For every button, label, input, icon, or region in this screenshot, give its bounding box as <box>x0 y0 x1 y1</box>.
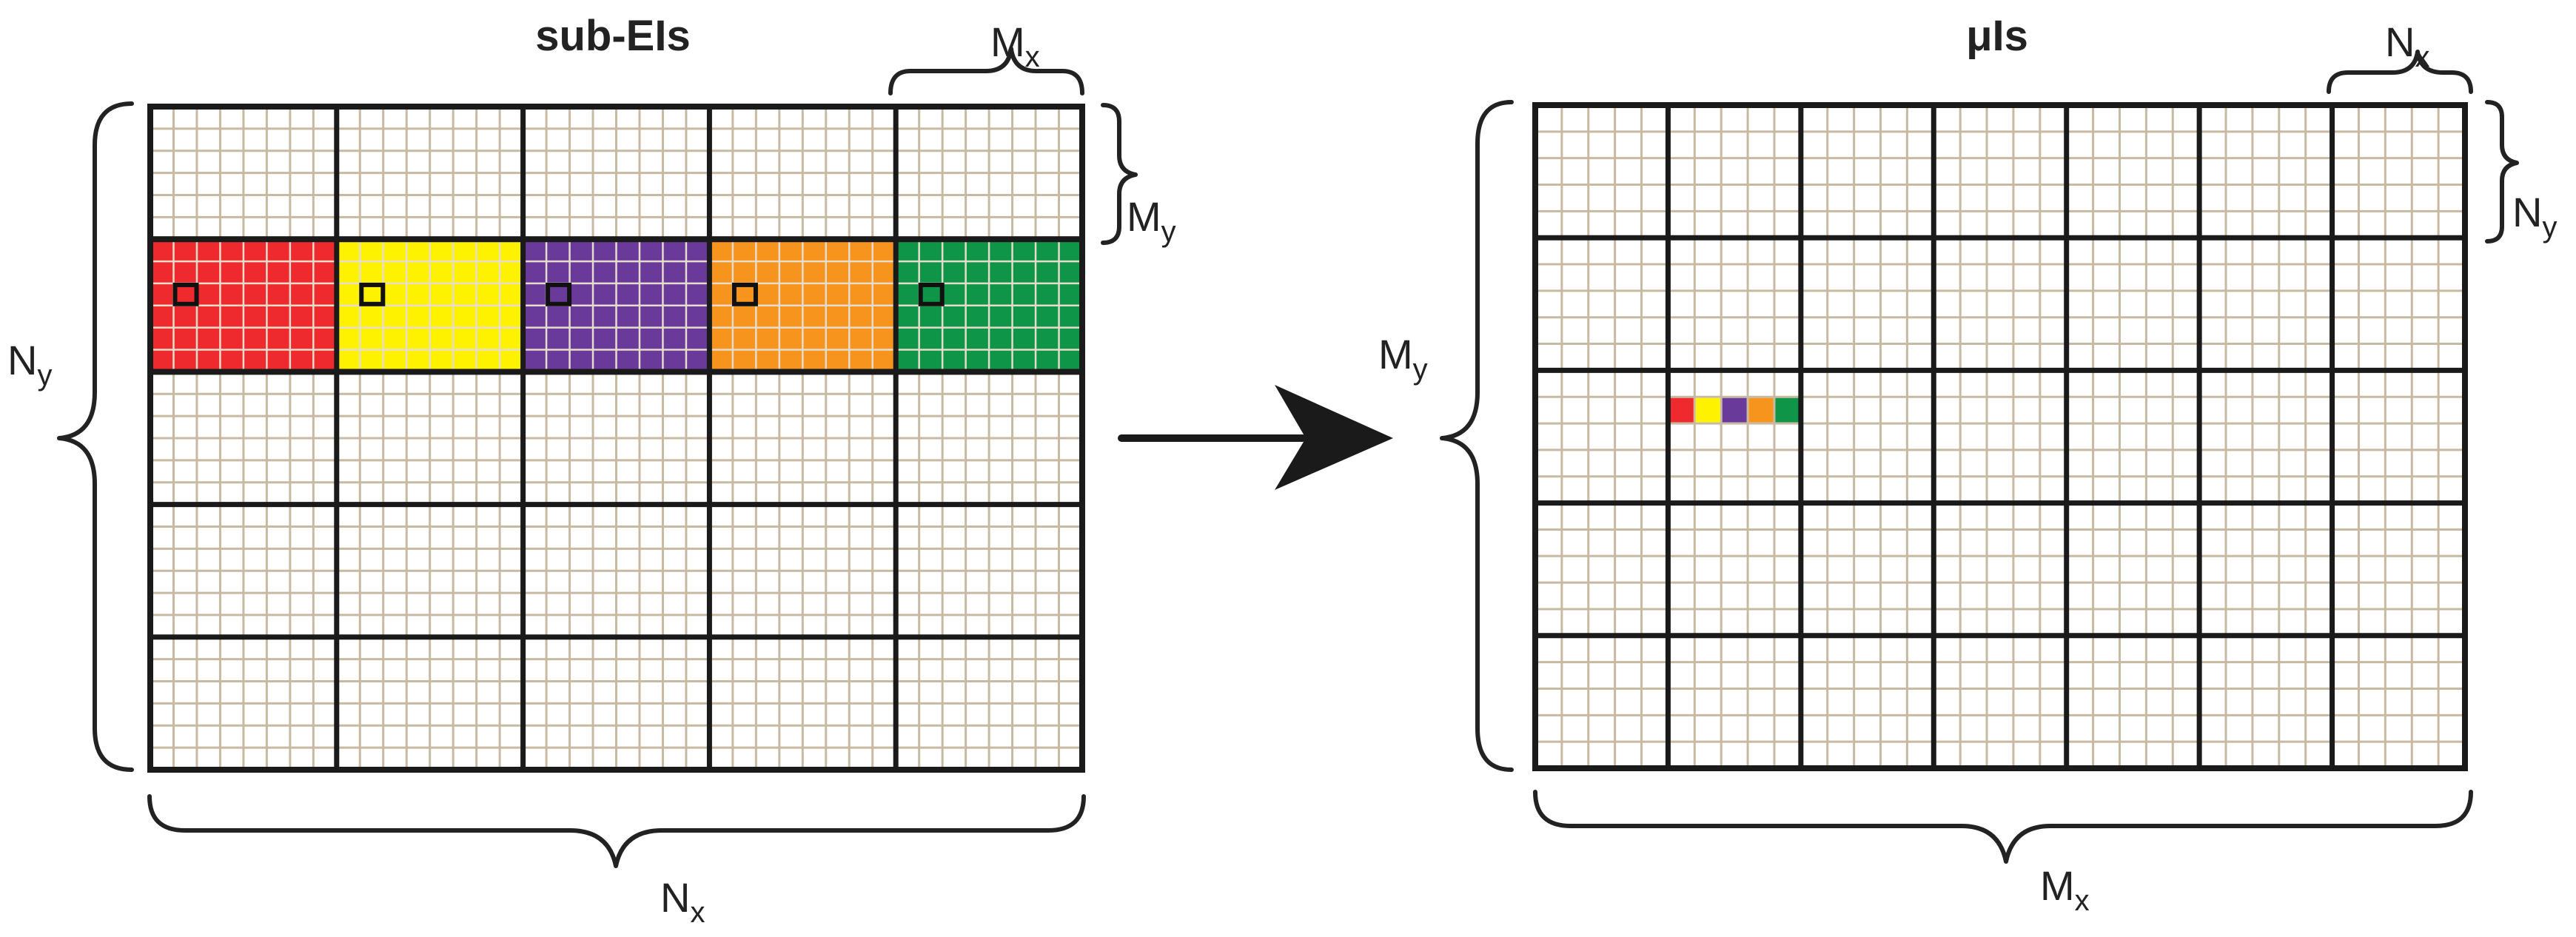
sub-eis-fine-grid <box>150 107 1082 770</box>
mu-is-panel: μIs Nx Ny My Mx <box>1378 12 2557 917</box>
sub-eis-panel: sub-EIs Mx My Ny Nx <box>7 12 1176 929</box>
mosaic-pixel <box>1775 397 1800 423</box>
sub-eis-title: sub-EIs <box>535 12 691 60</box>
transform-arrow <box>1118 385 1393 490</box>
right-cell-width-label: Nx <box>2385 19 2429 73</box>
right-cell-height-brace <box>2485 100 2519 244</box>
sub-eis-pixel-markers <box>172 282 945 306</box>
mu-is-title: μIs <box>1966 12 2028 60</box>
highlight-row-border <box>147 236 1085 375</box>
left-span-height-brace <box>57 101 134 772</box>
sub-eis-block-grid <box>147 104 1085 773</box>
left-cell-height-brace <box>1101 103 1138 245</box>
right-span-width-brace <box>1533 790 2473 864</box>
left-cell-width-brace <box>888 47 1084 95</box>
left-span-width-label: Nx <box>660 874 705 929</box>
mu-is-block-grid <box>1532 102 2468 771</box>
mosaic-pixel <box>1722 397 1747 423</box>
pixel-marker <box>731 282 758 306</box>
mu-is-color-mosaic <box>1668 397 1800 423</box>
mosaic-pixel <box>1668 397 1694 423</box>
right-cell-width-brace <box>2327 50 2473 94</box>
right-cell-height-label: Ny <box>2512 189 2557 244</box>
mu-is-fine-grid <box>1535 105 2465 768</box>
left-cell-height-label: My <box>1127 193 1176 248</box>
right-span-height-label: My <box>1378 331 1428 386</box>
mosaic-pixel <box>1748 397 1774 423</box>
left-span-width-brace <box>147 794 1086 868</box>
arrow-head <box>1275 385 1393 490</box>
mosaic-pixel <box>1695 397 1720 423</box>
left-span-height-label: Ny <box>7 337 52 392</box>
pixel-marker <box>172 282 199 306</box>
block-grid-border <box>147 104 1085 773</box>
pixel-marker <box>546 282 572 306</box>
left-cell-width-label: Mx <box>990 19 1040 73</box>
block-grid-border <box>1532 102 2468 771</box>
pixel-marker <box>359 282 386 306</box>
right-span-width-label: Mx <box>2040 862 2090 917</box>
right-span-height-brace <box>1440 100 1514 772</box>
pixel-marker <box>918 282 945 306</box>
